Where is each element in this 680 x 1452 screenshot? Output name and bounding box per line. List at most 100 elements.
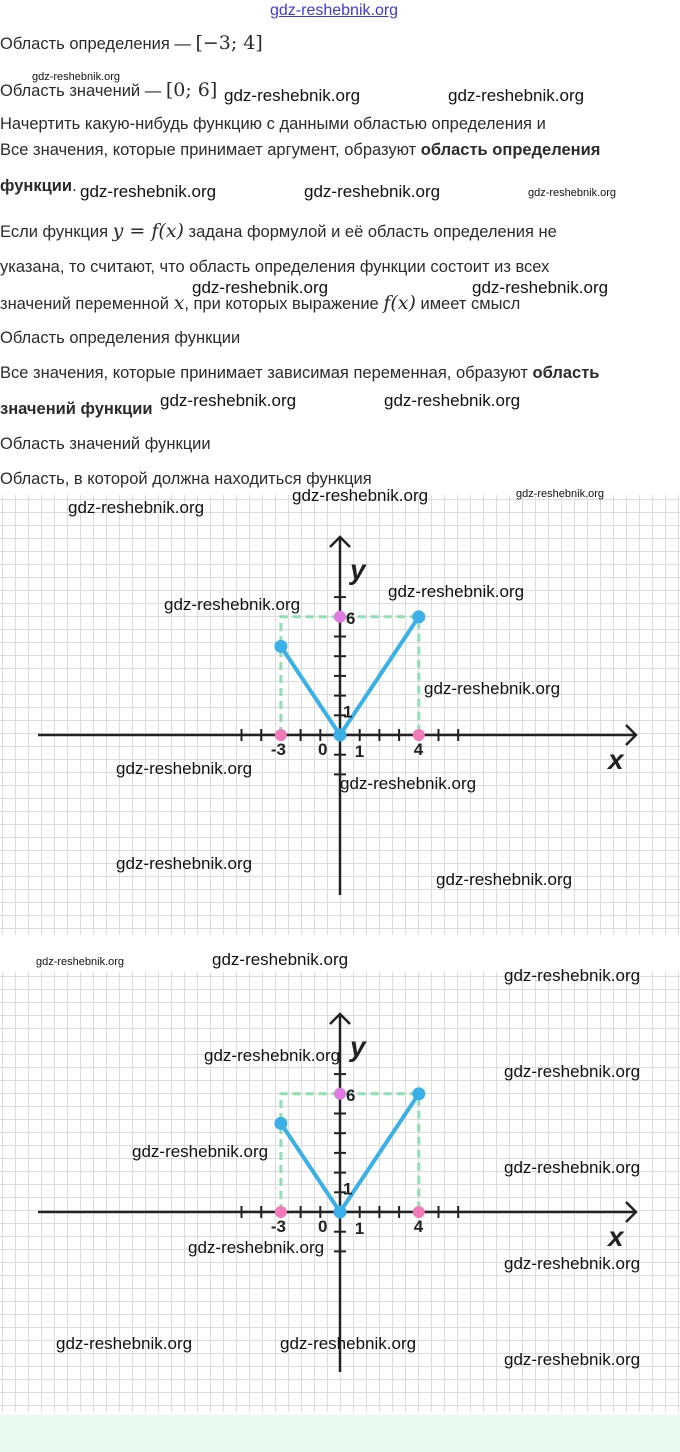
watermark: gdz-reshebnik.org	[56, 1334, 193, 1353]
x-tick-label: 0	[318, 740, 327, 759]
function-point	[412, 610, 426, 624]
x-axis-arrow	[625, 1201, 638, 1223]
text: Все значения, которые принимает аргумент…	[0, 141, 421, 159]
x-tick-label: 4	[414, 740, 424, 759]
y-tick-label: 1	[343, 702, 352, 721]
y-tick-label: 6	[346, 609, 355, 628]
watermark: gdz-reshebnik.org	[132, 1142, 269, 1161]
watermark: gdz-reshebnik.org	[504, 1254, 641, 1273]
watermark: gdz-reshebnik.org	[504, 1350, 641, 1369]
domain-range-box	[279, 1092, 421, 1212]
watermark: gdz-reshebnik.org	[292, 486, 429, 505]
x-tick-label: 4	[414, 1217, 424, 1236]
term-domain[interactable]: Область определения функции	[0, 329, 241, 347]
range-endpoint	[334, 1087, 346, 1100]
variable: x	[173, 292, 185, 314]
watermark: gdz-reshebnik.org	[164, 595, 301, 614]
watermark: gdz-reshebnik.org	[436, 870, 573, 889]
watermark: gdz-reshebnik.org	[116, 759, 253, 778]
function-point	[333, 728, 347, 742]
y-tick-label: 6	[346, 1086, 355, 1105]
if-line-3: значений переменной x, при которых выраж…	[0, 292, 520, 314]
range-label: Область значений —	[0, 82, 166, 100]
y-tick-label: 1	[343, 1179, 352, 1198]
if-line-1: Если функция y = f(x) задана формулой и …	[0, 220, 557, 242]
domain-endpoint	[274, 1206, 287, 1218]
watermark: gdz-reshebnik.org	[188, 1238, 325, 1257]
x-tick-label: 1	[355, 742, 364, 761]
range-endpoint	[334, 610, 346, 623]
function-point	[274, 639, 288, 653]
range-line: Область значений — [0; 6]	[0, 79, 217, 101]
watermark: gdz-reshebnik.org	[384, 391, 521, 410]
watermark: gdz-reshebnik.org	[340, 774, 477, 793]
definition-domain-cont: функции.	[0, 177, 77, 195]
watermark: gdz-reshebnik.org	[36, 956, 125, 968]
y-axis-arrow	[329, 535, 351, 548]
if-line-2: указана, то считают, что область определ…	[0, 258, 550, 276]
watermark: gdz-reshebnik.org	[192, 278, 329, 297]
function-point	[274, 1116, 288, 1130]
y-axis-label: y	[348, 1031, 367, 1062]
watermark: gdz-reshebnik.org	[204, 1046, 341, 1065]
x-tick-label: 0	[318, 1217, 327, 1236]
domain-line: Область определения — [−3; 4]	[0, 32, 263, 54]
domain-endpoint	[274, 729, 287, 741]
watermark: gdz-reshebnik.org	[504, 966, 641, 985]
x-tick-label: 1	[355, 1219, 364, 1238]
bold-term: область определения	[420, 141, 601, 159]
text: Все значения, которые принимает зависима…	[0, 364, 533, 382]
term-range[interactable]: Область значений функции	[0, 435, 211, 453]
watermark: gdz-reshebnik.org	[116, 854, 253, 873]
text: , при которых выражение	[184, 295, 384, 313]
x-tick-label: -3	[271, 1217, 286, 1236]
function-point	[333, 1205, 347, 1219]
y-axis-arrow	[329, 1012, 351, 1025]
watermark: gdz-reshebnik.org	[516, 488, 605, 500]
y-axis-label: y	[348, 554, 367, 585]
footer-band	[0, 1415, 680, 1452]
watermark: gdz-reshebnik.org	[424, 679, 561, 698]
watermark: gdz-reshebnik.org	[472, 278, 609, 297]
bold-term: функции	[0, 177, 73, 195]
domain-value: [−3; 4]	[195, 32, 263, 54]
watermark: gdz-reshebnik.org	[160, 391, 297, 410]
watermark: gdz-reshebnik.org	[80, 182, 217, 201]
x-tick-label: -3	[271, 740, 286, 759]
range-value: [0; 6]	[165, 79, 218, 101]
task-text: Начертить какую-нибудь функцию с данными…	[0, 115, 546, 133]
x-axis-label: x	[606, 744, 625, 775]
site-link[interactable]: gdz-reshebnik.org	[270, 2, 399, 19]
text: имеет смысл	[415, 295, 521, 313]
text: Если функция	[0, 223, 113, 241]
definition-range: Все значения, которые принимает зависима…	[0, 364, 599, 383]
watermark: gdz-reshebnik.org	[280, 1334, 417, 1353]
bold-term: значений функции	[0, 400, 153, 418]
watermark: gdz-reshebnik.org	[504, 1158, 641, 1177]
formula: y = f(x)	[112, 220, 184, 242]
text: значений переменной	[0, 295, 174, 313]
domain-range-box	[279, 615, 421, 735]
watermark: gdz-reshebnik.org	[504, 1062, 641, 1081]
watermark: gdz-reshebnik.org	[448, 86, 585, 105]
bold-term: область	[532, 364, 600, 382]
term-region[interactable]: Область, в которой должна находиться фун…	[0, 470, 372, 488]
formula: f(x)	[383, 292, 416, 314]
watermark: gdz-reshebnik.org	[68, 498, 205, 517]
watermark: gdz-reshebnik.org	[32, 71, 121, 83]
x-axis-label: x	[606, 1221, 625, 1252]
watermark: gdz-reshebnik.org	[528, 187, 617, 199]
domain-endpoint	[412, 1206, 425, 1218]
watermark: gdz-reshebnik.org	[304, 182, 441, 201]
text: задана формулой и её область определения…	[183, 223, 557, 241]
domain-label: Область определения —	[0, 35, 196, 53]
definition-range-cont: значений функции	[0, 400, 153, 419]
watermark: gdz-reshebnik.org	[212, 950, 349, 969]
definition-domain: Все значения, которые принимает аргумент…	[0, 141, 600, 160]
watermark: gdz-reshebnik.org	[388, 582, 525, 601]
x-axis-arrow	[625, 724, 638, 746]
watermark: gdz-reshebnik.org	[224, 86, 361, 105]
function-point	[412, 1087, 426, 1101]
